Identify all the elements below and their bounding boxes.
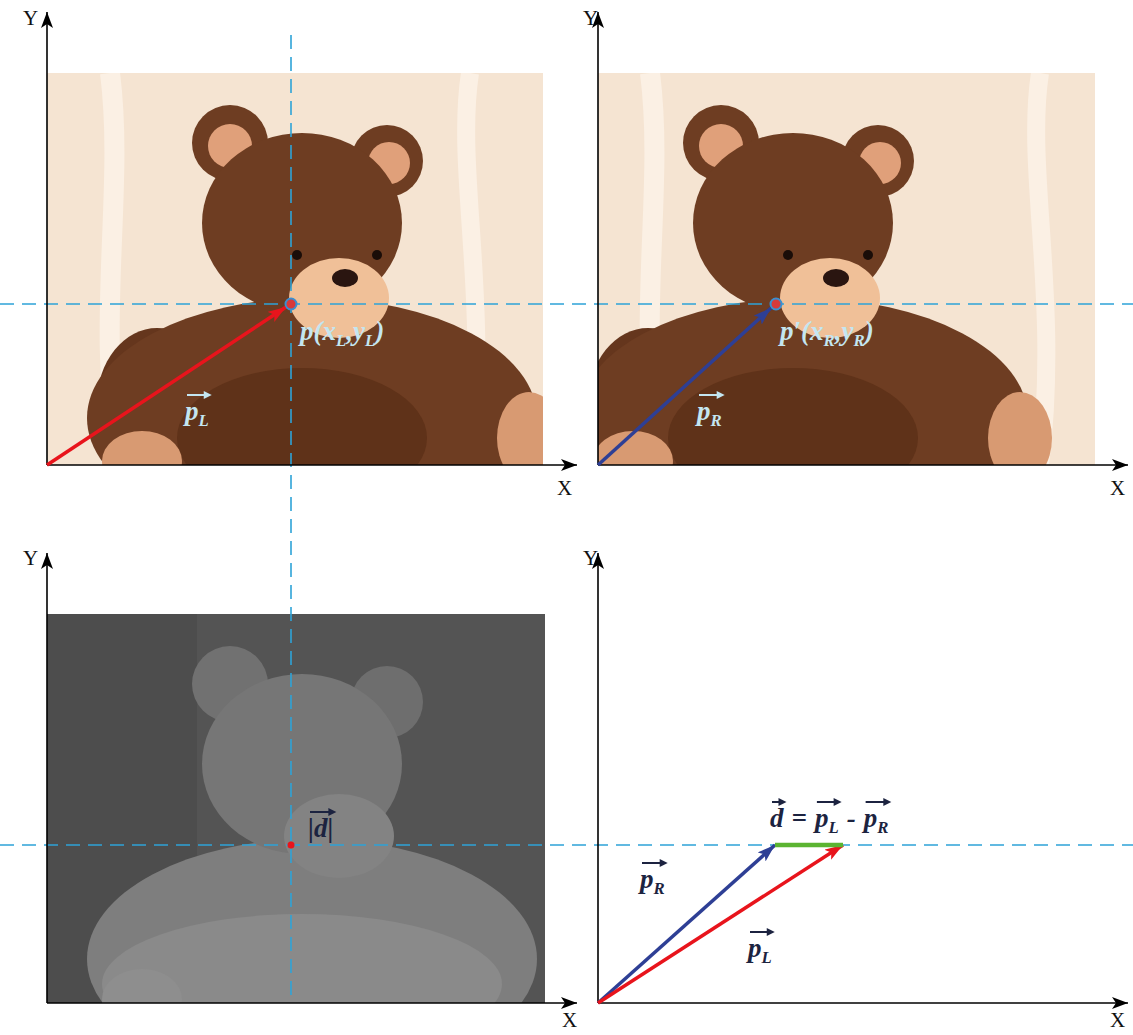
axis-label: X	[562, 1010, 577, 1031]
disparity-label-group: |d|	[308, 815, 333, 842]
vector-label-group: pR	[697, 398, 722, 425]
y-axis	[46, 12, 48, 465]
y-axis	[46, 553, 48, 1003]
disparity-vector	[775, 843, 843, 848]
overarrow-shaft	[699, 394, 720, 396]
disparity-map	[47, 614, 545, 1003]
overarrow-head	[717, 391, 725, 399]
axis-label: Y	[23, 548, 38, 569]
subscript: L	[762, 950, 772, 967]
left-image	[47, 73, 543, 465]
axis-label: Y	[583, 8, 598, 29]
point-label: p′(x	[780, 318, 824, 345]
dashed-guide	[0, 844, 1133, 846]
point-label: )	[865, 318, 874, 345]
axis-label: X	[1110, 1010, 1125, 1031]
vector-label-group: pR	[640, 866, 665, 893]
equation-label: =	[792, 805, 807, 832]
x-axis	[47, 1002, 577, 1004]
vector-label: p	[185, 398, 199, 425]
teddy-bear	[87, 105, 543, 465]
axis-label-group: Y	[23, 548, 38, 569]
point-marker	[771, 299, 782, 310]
axis-label-group: X	[557, 478, 572, 499]
point-marker	[286, 299, 297, 310]
subscript: R	[711, 413, 722, 430]
position-vector	[47, 307, 286, 465]
axis-label-group: Y	[583, 548, 598, 569]
point-label: p(x	[300, 318, 336, 345]
y-axis	[597, 12, 599, 465]
vector-label-group: pL	[748, 935, 772, 962]
vector-label: p	[748, 935, 762, 962]
position-vector	[598, 308, 771, 465]
axis-label: Y	[583, 548, 598, 569]
equation-label: d	[770, 805, 784, 832]
subscript: R	[854, 333, 865, 350]
position-vector	[598, 845, 775, 1003]
right-image	[598, 73, 1095, 465]
disparity-silhouette	[87, 646, 537, 1003]
overarrow-shaft	[310, 811, 331, 813]
equation-label: p	[815, 805, 829, 832]
x-axis	[598, 1002, 1128, 1004]
axis-label-group: X	[562, 1010, 577, 1031]
axis-label-group: Y	[23, 8, 38, 29]
disparity-label: |d|	[308, 815, 333, 842]
vector-overarrows	[187, 391, 891, 936]
point-label-group: p′(xR,yR)	[780, 318, 874, 345]
overarrow-head	[834, 798, 842, 806]
subscript: L	[199, 413, 209, 430]
point-label-group: p(xL,yL)	[300, 318, 384, 345]
overarrow-head	[767, 928, 775, 936]
equation-label: -	[847, 805, 856, 832]
point-label: ,y	[346, 318, 365, 345]
point-marker	[288, 842, 295, 849]
overarrow-head	[883, 798, 891, 806]
subscript: L	[336, 333, 346, 350]
subscript: L	[365, 333, 375, 350]
axis-label-group: X	[1110, 478, 1125, 499]
teddy-bear	[598, 105, 1052, 465]
guide-lines	[0, 35, 1133, 1003]
dashed-guide	[0, 303, 1133, 305]
x-axis	[47, 464, 577, 466]
axes	[47, 12, 1128, 1003]
vector-label: p	[697, 398, 711, 425]
point-label: )	[375, 318, 384, 345]
overarrow-shaft	[866, 801, 887, 803]
overarrow-head	[660, 859, 668, 867]
axis-label: X	[1110, 478, 1125, 499]
dashed-guide	[290, 35, 292, 1003]
overarrow-head	[204, 391, 212, 399]
subscript: L	[828, 820, 838, 837]
subscript: R	[877, 820, 888, 837]
axis-label: X	[557, 478, 572, 499]
overarrow-shaft	[642, 862, 663, 864]
equation-label-group: d=pL-pR	[770, 805, 888, 832]
axis-label-group: X	[1110, 1010, 1125, 1031]
y-axis	[597, 553, 599, 1003]
vector-label: p	[640, 866, 654, 893]
position-vector	[598, 845, 843, 1003]
equation-label: p	[864, 805, 878, 832]
point-label: ,y	[835, 318, 854, 345]
vector-label-group: pL	[185, 398, 209, 425]
subscript: R	[824, 333, 835, 350]
axis-label: Y	[23, 8, 38, 29]
x-axis	[598, 464, 1128, 466]
subscript: R	[654, 881, 665, 898]
axis-label-group: Y	[583, 8, 598, 29]
